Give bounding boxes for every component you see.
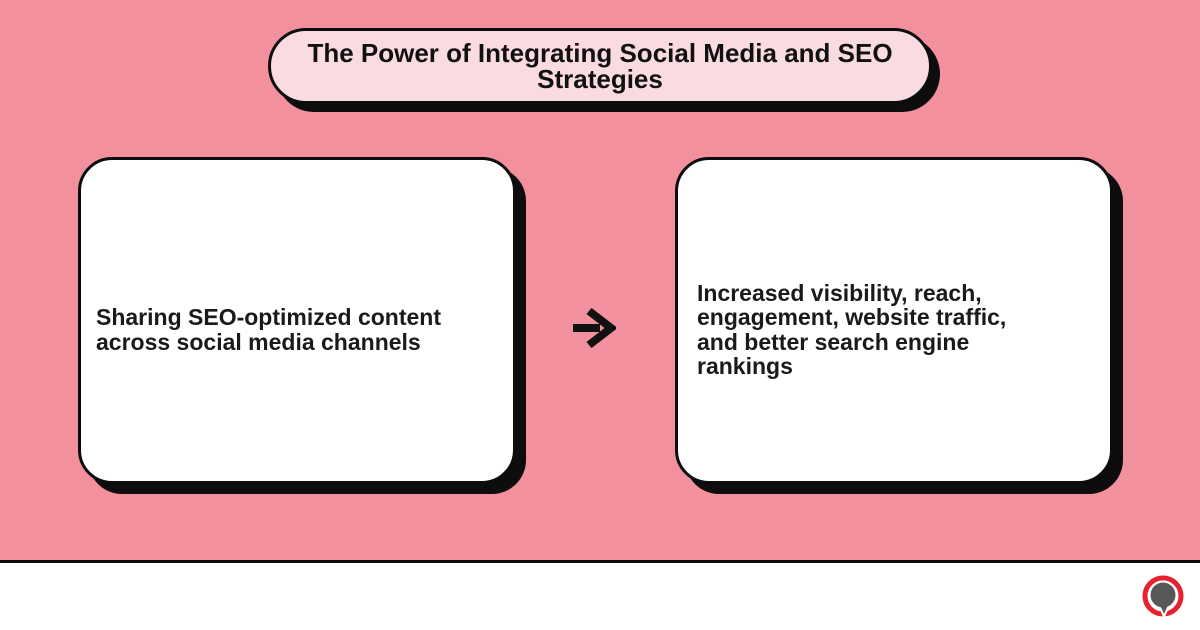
cause-line-2: across social media channels <box>96 328 421 355</box>
effect-line-3: and better search engine <box>697 328 970 355</box>
effect-card-text: Increased visibility, reach, engagement,… <box>697 279 1082 379</box>
cause-card-text: Sharing SEO-optimized content across soc… <box>96 305 487 354</box>
effect-line-4: rankings <box>697 353 793 379</box>
speech-bubble-ring-logo <box>1141 575 1185 619</box>
footer-divider-line <box>0 560 1200 563</box>
arrow-right-icon <box>570 305 618 351</box>
effect-line-1: Increased visibility, reach, <box>697 279 982 306</box>
title-line-1: The Power of Integrating Social Media an… <box>307 38 893 68</box>
footer-bar <box>0 563 1200 630</box>
cause-card: Sharing SEO-optimized content across soc… <box>78 157 516 484</box>
cause-line-1: Sharing SEO-optimized content <box>96 304 442 330</box>
effect-card: Increased visibility, reach, engagement,… <box>675 157 1113 484</box>
title-banner: The Power of Integrating Social Media an… <box>268 28 932 104</box>
title-line-2: Strategies <box>537 64 663 94</box>
effect-line-2: engagement, website traffic, <box>697 304 1007 330</box>
